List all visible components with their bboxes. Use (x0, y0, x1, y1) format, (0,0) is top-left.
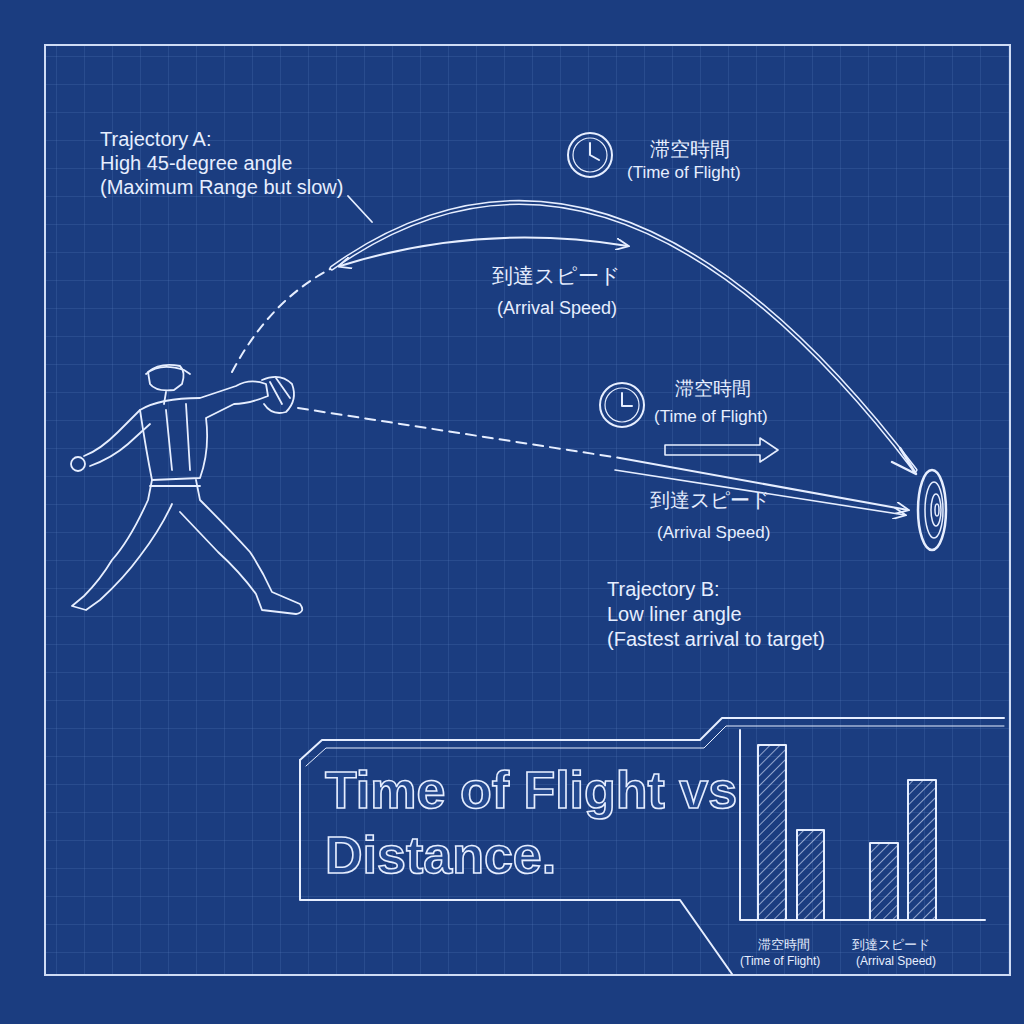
trajectory-label: Trajectory A: (100, 128, 212, 151)
axis-label: 到達スピード (852, 938, 930, 953)
speed-label: 到達スピード (492, 264, 621, 288)
speed-label: 到達スピード (650, 489, 770, 512)
trajectory-label: Low liner angle (607, 603, 742, 626)
time-label: 滞空時間 (650, 138, 730, 161)
trajectory-label: High 45-degree angle (100, 152, 292, 175)
time-label: (Time of Flight) (627, 163, 741, 183)
speed-label: (Arrival Speed) (657, 523, 770, 543)
trajectory-label: (Maximum Range but slow) (100, 176, 343, 199)
axis-label: 滞空時間 (758, 938, 810, 953)
diagram-title: Time of Flight vs Distance. (325, 758, 745, 888)
trajectory-label: (Fastest arrival to target) (607, 628, 825, 651)
trajectory-label: Trajectory B: (607, 578, 720, 601)
axis-label: (Time of Flight) (740, 955, 820, 969)
speed-label: (Arrival Speed) (497, 298, 617, 319)
axis-label: (Arrival Speed) (856, 955, 936, 969)
time-label: 滞空時間 (675, 378, 751, 400)
time-label: (Time of Flight) (654, 407, 768, 427)
